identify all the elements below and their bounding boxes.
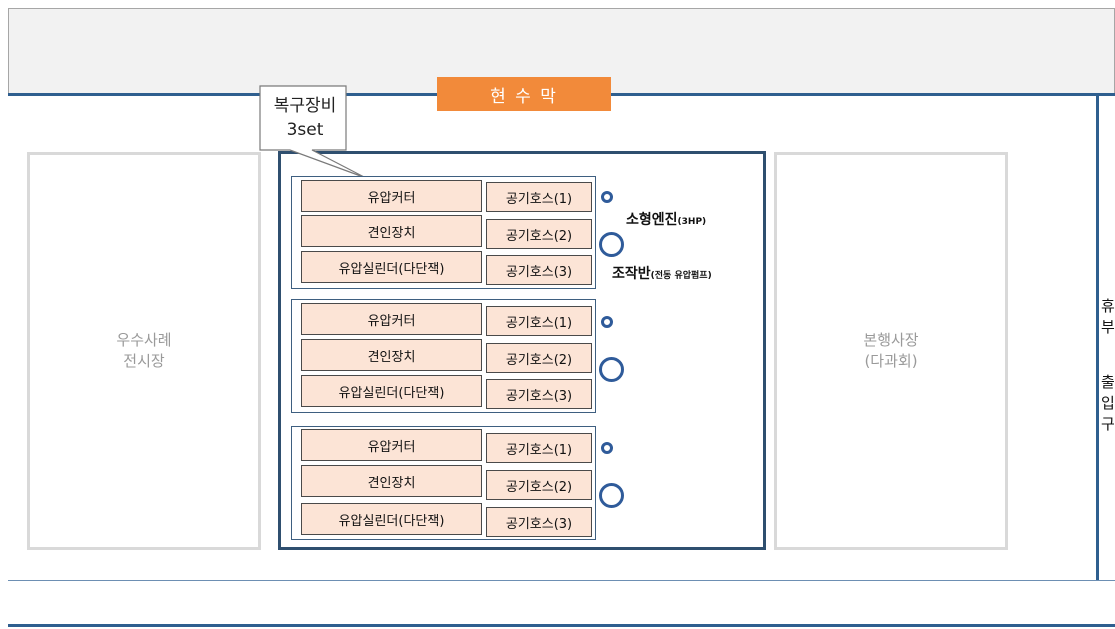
air-hose-2: 공기호스(2) xyxy=(486,219,592,249)
right-edge-char: 입 xyxy=(1101,394,1115,412)
left-box-line1: 우수사례 xyxy=(116,331,172,349)
air-hose-3: 공기호스(3) xyxy=(486,507,592,537)
banner-label: 현 수 막 xyxy=(490,86,558,107)
right-box-line2: (다과회) xyxy=(864,352,918,370)
right-edge-rest-area-label: 휴 부 xyxy=(1101,296,1115,338)
lower-road-line xyxy=(8,580,1115,581)
callout-text: 복구장비 3set xyxy=(262,88,348,148)
item-hydraulic-cutter: 유압커터 xyxy=(301,429,482,461)
air-hose-2: 공기호스(2) xyxy=(486,470,592,500)
engine-marker-icon xyxy=(601,442,613,454)
engine-label-sub: (3HP) xyxy=(677,217,707,227)
engine-marker-icon xyxy=(601,316,613,328)
banner: 현 수 막 xyxy=(437,77,611,111)
item-hydraulic-cylinder: 유압실린더(다단잭) xyxy=(301,251,482,283)
right-edge-char: 구 xyxy=(1101,415,1115,433)
bottom-road-line xyxy=(8,624,1115,627)
engine-label-main: 소형엔진 xyxy=(626,212,678,228)
air-hose-3: 공기호스(3) xyxy=(486,379,592,409)
engine-label: 소형엔진(3HP) xyxy=(626,209,706,229)
control-panel-marker-icon xyxy=(599,357,624,382)
item-towing-device: 견인장치 xyxy=(301,215,482,247)
item-towing-device: 견인장치 xyxy=(301,339,482,371)
item-hydraulic-cylinder: 유압실린더(다단잭) xyxy=(301,375,482,407)
callout-line1: 복구장비 xyxy=(273,96,337,116)
control-label-sub: (전동 유압펌프) xyxy=(650,271,712,281)
item-hydraulic-cutter: 유압커터 xyxy=(301,180,482,212)
right-edge-char: 휴 xyxy=(1101,297,1115,315)
callout-line2: 3set xyxy=(286,120,324,140)
right-edge-char: 부 xyxy=(1101,318,1115,336)
right-edge-entrance-label: 출 입 구 xyxy=(1101,372,1115,435)
air-hose-1: 공기호스(1) xyxy=(486,433,592,463)
right-box-line1: 본행사장 xyxy=(863,331,919,349)
engine-marker-icon xyxy=(601,191,613,203)
control-panel-label: 조작반(전동 유압펌프) xyxy=(612,263,712,283)
air-hose-3: 공기호스(3) xyxy=(486,255,592,285)
left-box-line2: 전시장 xyxy=(123,352,165,370)
air-hose-1: 공기호스(1) xyxy=(486,306,592,336)
air-hose-2: 공기호스(2) xyxy=(486,343,592,373)
control-label-main: 조작반 xyxy=(612,266,651,282)
item-hydraulic-cutter: 유압커터 xyxy=(301,303,482,335)
control-panel-marker-icon xyxy=(599,483,624,508)
item-towing-device: 견인장치 xyxy=(301,465,482,497)
air-hose-1: 공기호스(1) xyxy=(486,182,592,212)
right-event-box: 본행사장 (다과회) xyxy=(774,152,1008,550)
right-edge-char: 출 xyxy=(1101,373,1115,391)
item-hydraulic-cylinder: 유압실린더(다단잭) xyxy=(301,503,482,535)
left-exhibit-box: 우수사례 전시장 xyxy=(27,152,261,550)
control-panel-marker-icon xyxy=(599,232,624,257)
right-road-line xyxy=(1096,93,1099,581)
callout-bubble xyxy=(259,85,367,179)
